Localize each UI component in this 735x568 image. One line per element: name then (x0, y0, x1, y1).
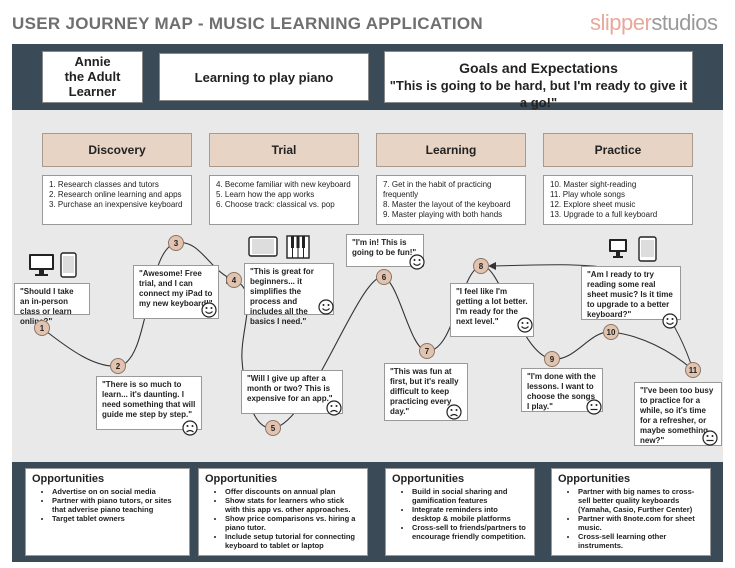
quote-5: "Will I give up after a month or two? Th… (241, 370, 343, 414)
step-item: 7. Get in the habit of practicing (383, 180, 492, 189)
step-item: 8. Master the layout of the keyboard (383, 200, 511, 209)
opportunities-heading: Opportunities (392, 473, 465, 485)
opportunities-discovery: Opportunities Advertise on on social med… (25, 468, 190, 556)
journey-node-3: 3 (168, 235, 184, 251)
opportunity-item: Include setup tutorial for connecting ke… (225, 532, 361, 550)
persona-role-line2: Learner (68, 84, 117, 99)
journey-node-1: 1 (34, 320, 50, 336)
opportunities-learning: Opportunities Build in social sharing an… (385, 468, 535, 556)
frown-face-icon (326, 400, 342, 416)
quote-8: "I feel like I'm getting a lot better. I… (450, 283, 534, 337)
step-item: 6. Choose track: classical vs. pop (216, 200, 335, 209)
brand-logo: slipperstudios (590, 10, 718, 36)
phase-learning: Learning (376, 133, 526, 167)
neutral-face-icon (586, 399, 602, 415)
journey-node-6: 6 (376, 269, 392, 285)
opportunity-item: Build in social sharing and gamification… (412, 487, 528, 505)
tablet-icon (638, 236, 657, 262)
steps-discovery: 1. Research classes and tutors 2. Resear… (42, 175, 192, 225)
steps-practice: 10. Master sight-reading 11. Play whole … (543, 175, 693, 225)
opportunity-item: Advertise on on social media (52, 487, 183, 496)
neutral-face-icon (702, 430, 718, 446)
steps-learning: 7. Get in the habit of practicing freque… (376, 175, 526, 225)
tablet-icon (60, 252, 77, 278)
opportunity-item: Target tablet owners (52, 514, 183, 523)
journey-node-5: 5 (265, 420, 281, 436)
journey-node-9: 9 (544, 351, 560, 367)
brand-part2: studios (651, 10, 718, 35)
opportunity-item: Offer discounts on annual plan (225, 487, 361, 496)
step-item: 9. Master playing with both hands (383, 210, 503, 219)
quote-1: "Should I take an in-person class or lea… (14, 283, 90, 326)
persona-box: Annie the Adult Learner (42, 51, 143, 103)
quote-4: "This is great for beginners... it simpl… (244, 263, 334, 326)
step-item: 4. Become familiar with new keyboard (216, 180, 351, 189)
quote-10: "Am I ready to try reading some real she… (581, 266, 681, 320)
opportunity-item: Partner with big names to cross-sell bet… (578, 487, 704, 514)
opportunity-item: Cross-sell to friends/partners to encour… (412, 523, 528, 541)
opportunity-item: Integrate reminders into desktop & mobil… (412, 505, 528, 523)
frown-face-icon (182, 420, 198, 436)
arrow-head (488, 262, 496, 270)
step-item: 13. Upgrade to a full keyboard (550, 210, 658, 219)
smiley-icon (409, 254, 425, 270)
opportunity-item: Partner with piano tutors, or sites that… (52, 496, 183, 514)
opportunities-heading: Opportunities (205, 473, 278, 485)
persona-name: Annie (74, 54, 111, 69)
journey-node-8: 8 (473, 258, 489, 274)
monitor-icon (29, 254, 54, 276)
phase-trial: Trial (209, 133, 359, 167)
expectations-box: Goals and Expectations "This is going to… (384, 51, 693, 110)
frown-face-icon (446, 404, 462, 420)
opportunities-heading: Opportunities (558, 473, 631, 485)
step-item: 5. Learn how the app works (216, 190, 315, 199)
quote-9: "I'm done with the lessons. I want to ch… (521, 368, 603, 412)
step-item: 11. Play whole songs (550, 190, 626, 199)
smiley-icon (318, 299, 334, 315)
piano-keys-icon (286, 235, 310, 259)
quote-11: "I've been too busy to practice for a wh… (634, 382, 722, 446)
opportunities-heading: Opportunities (32, 473, 105, 485)
journey-node-2: 2 (110, 358, 126, 374)
smiley-icon (517, 317, 533, 333)
expectations-heading: Goals and Expectations (459, 60, 618, 76)
opportunity-item: Cross-sell learning other instruments. (578, 532, 704, 550)
step-item: 2. Research online learning and apps (49, 190, 182, 199)
page-title: USER JOURNEY MAP - MUSIC LEARNING APPLIC… (12, 14, 483, 33)
opportunities-practice: Opportunities Partner with big names to … (551, 468, 711, 556)
tablet-landscape-icon (248, 236, 278, 257)
step-item: 3. Purchase an inexpensive keyboard (49, 200, 183, 209)
brand-part1: slipper (590, 10, 652, 35)
opportunities-trial: Opportunities Offer discounts on annual … (198, 468, 368, 556)
opportunity-item: Show stats for learners who stick with t… (225, 496, 361, 514)
smiley-icon (662, 313, 678, 329)
goal-box: Learning to play piano (159, 53, 369, 101)
step-item: frequently (383, 190, 419, 199)
smiley-icon (201, 302, 217, 318)
journey-node-4: 4 (226, 272, 242, 288)
opportunity-item: Partner with 8note.com for sheet music. (578, 514, 704, 532)
phase-practice: Practice (543, 133, 693, 167)
step-item: 10. Master sight-reading (550, 180, 637, 189)
expectations-quote: "This is going to be hard, but I'm ready… (389, 78, 688, 110)
phase-discovery: Discovery (42, 133, 192, 167)
journey-node-10: 10 (603, 324, 619, 340)
step-item: 12. Explore sheet music (550, 200, 636, 209)
journey-node-11: 11 (685, 362, 701, 378)
persona-role-line1: the Adult (64, 69, 121, 84)
opportunity-item: Show price comparisons vs. hiring a pian… (225, 514, 361, 532)
quote-2: "There is so much to learn... it's daunt… (96, 376, 202, 430)
step-item: 1. Research classes and tutors (49, 180, 159, 189)
monitor-icon (609, 239, 627, 258)
journey-node-7: 7 (419, 343, 435, 359)
steps-trial: 4. Become familiar with new keyboard 5. … (209, 175, 359, 225)
